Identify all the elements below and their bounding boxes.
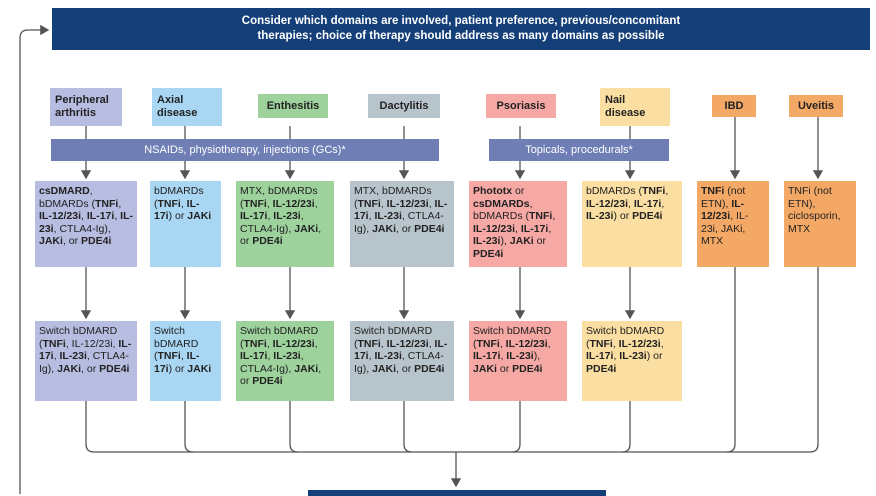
next-step-box	[308, 490, 606, 496]
first-line-ibd: TNFi (not ETN), IL-12/23i, IL-23i, JAKi,…	[697, 181, 769, 267]
switch-nail-disease: Switch bDMARD (TNFi, IL-12/23i, IL-17i, …	[582, 321, 682, 401]
guidance-banner-text: Consider which domains are involved, pat…	[241, 15, 681, 42]
first-line-dactylitis: MTX, bDMARDs (TNFi, IL-12/23i, IL-17i, I…	[350, 181, 454, 267]
nsaids-bar: NSAIDs, physiotherapy, injections (GCs)*	[51, 139, 439, 161]
domain-enthesitis: Enthesitis	[258, 94, 328, 118]
domain-label: Axial disease	[157, 94, 198, 119]
switch-dactylitis: Switch bDMARD (TNFi, IL-12/23i, IL-17i, …	[350, 321, 454, 401]
switch-axial-disease: Switch bDMARD (TNFi, IL-17i) or JAKi	[150, 321, 221, 401]
first-line-peripheral-arthritis: csDMARD, bDMARDs (TNFi, IL-12/23i, IL-17…	[35, 181, 137, 267]
domain-axial-disease: Axial disease	[152, 88, 222, 126]
domain-label: Uveitis	[797, 99, 835, 112]
first-line-uveitis: TNFi (not ETN), ciclosporin, MTX	[784, 181, 856, 267]
domain-peripheral-arthritis: Peripheral arthritis	[50, 88, 122, 126]
domain-label: Psoriasis	[496, 99, 546, 112]
first-line-nail-disease: bDMARDs (TNFi, IL-12/23i, IL-17i, IL-23i…	[582, 181, 682, 267]
connector-to-collector	[85, 401, 95, 453]
connector-to-collector	[809, 267, 819, 453]
domain-label: Dactylitis	[379, 99, 429, 112]
domain-label: Peripheral arthritis	[55, 94, 109, 119]
domain-label: Nail disease	[605, 94, 646, 119]
first-line-psoriasis: Phototx or csDMARDs, bDMARDs (TNFi, IL-1…	[469, 181, 567, 267]
domain-dactylitis: Dactylitis	[368, 94, 440, 118]
connector-to-collector	[511, 401, 521, 453]
domain-label: Enthesitis	[266, 99, 320, 112]
feedback-loop-arrow	[19, 24, 50, 494]
connector-to-collector	[726, 267, 736, 453]
nsaids-bar-label: NSAIDs, physiotherapy, injections (GCs)*	[144, 144, 346, 156]
switch-enthesitis: Switch bDMARD (TNFi, IL-12/23i, IL-17i, …	[236, 321, 334, 401]
domain-label: IBD	[724, 99, 744, 112]
topicals-bar: Topicals, procedurals*	[489, 139, 669, 161]
first-line-axial-disease: bDMARDs (TNFi, IL-17i) or JAKi	[150, 181, 221, 267]
domain-ibd: IBD	[712, 95, 756, 117]
guidance-banner: Consider which domains are involved, pat…	[52, 8, 870, 50]
domain-psoriasis: Psoriasis	[486, 94, 556, 118]
connector-to-collector	[403, 401, 413, 453]
connector-to-collector	[289, 401, 299, 453]
domain-nail-disease: Nail disease	[600, 88, 670, 126]
connector-to-collector	[621, 401, 631, 453]
domain-uveitis: Uveitis	[789, 95, 843, 117]
topicals-bar-label: Topicals, procedurals*	[525, 144, 633, 156]
first-line-enthesitis: MTX, bDMARDs (TNFi, IL-12/23i, IL-17i, I…	[236, 181, 334, 267]
switch-peripheral-arthritis: Switch bDMARD (TNFi, IL-12/23i, IL-17i, …	[35, 321, 137, 401]
switch-psoriasis: Switch bDMARD (TNFi, IL-12/23i, IL-17i, …	[469, 321, 567, 401]
connector-to-collector	[184, 401, 194, 453]
